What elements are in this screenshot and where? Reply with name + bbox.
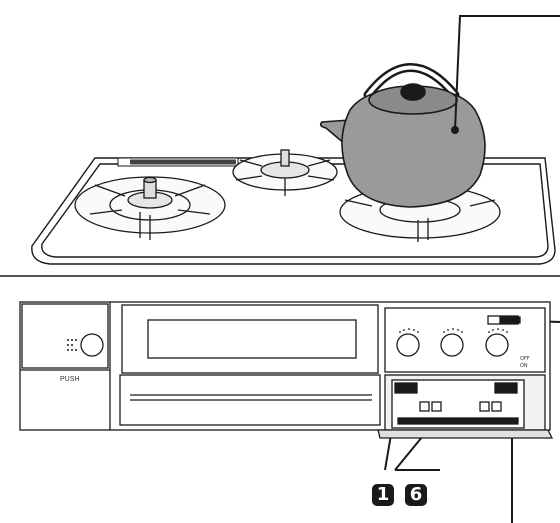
off-label: OFF	[520, 356, 530, 362]
callout-1: 1	[372, 484, 394, 506]
callout-6: 6	[405, 484, 427, 506]
front-panel	[20, 302, 552, 438]
on-label: ON	[520, 363, 528, 369]
vent-strip	[118, 158, 238, 166]
push-label: PUSH	[60, 376, 79, 383]
